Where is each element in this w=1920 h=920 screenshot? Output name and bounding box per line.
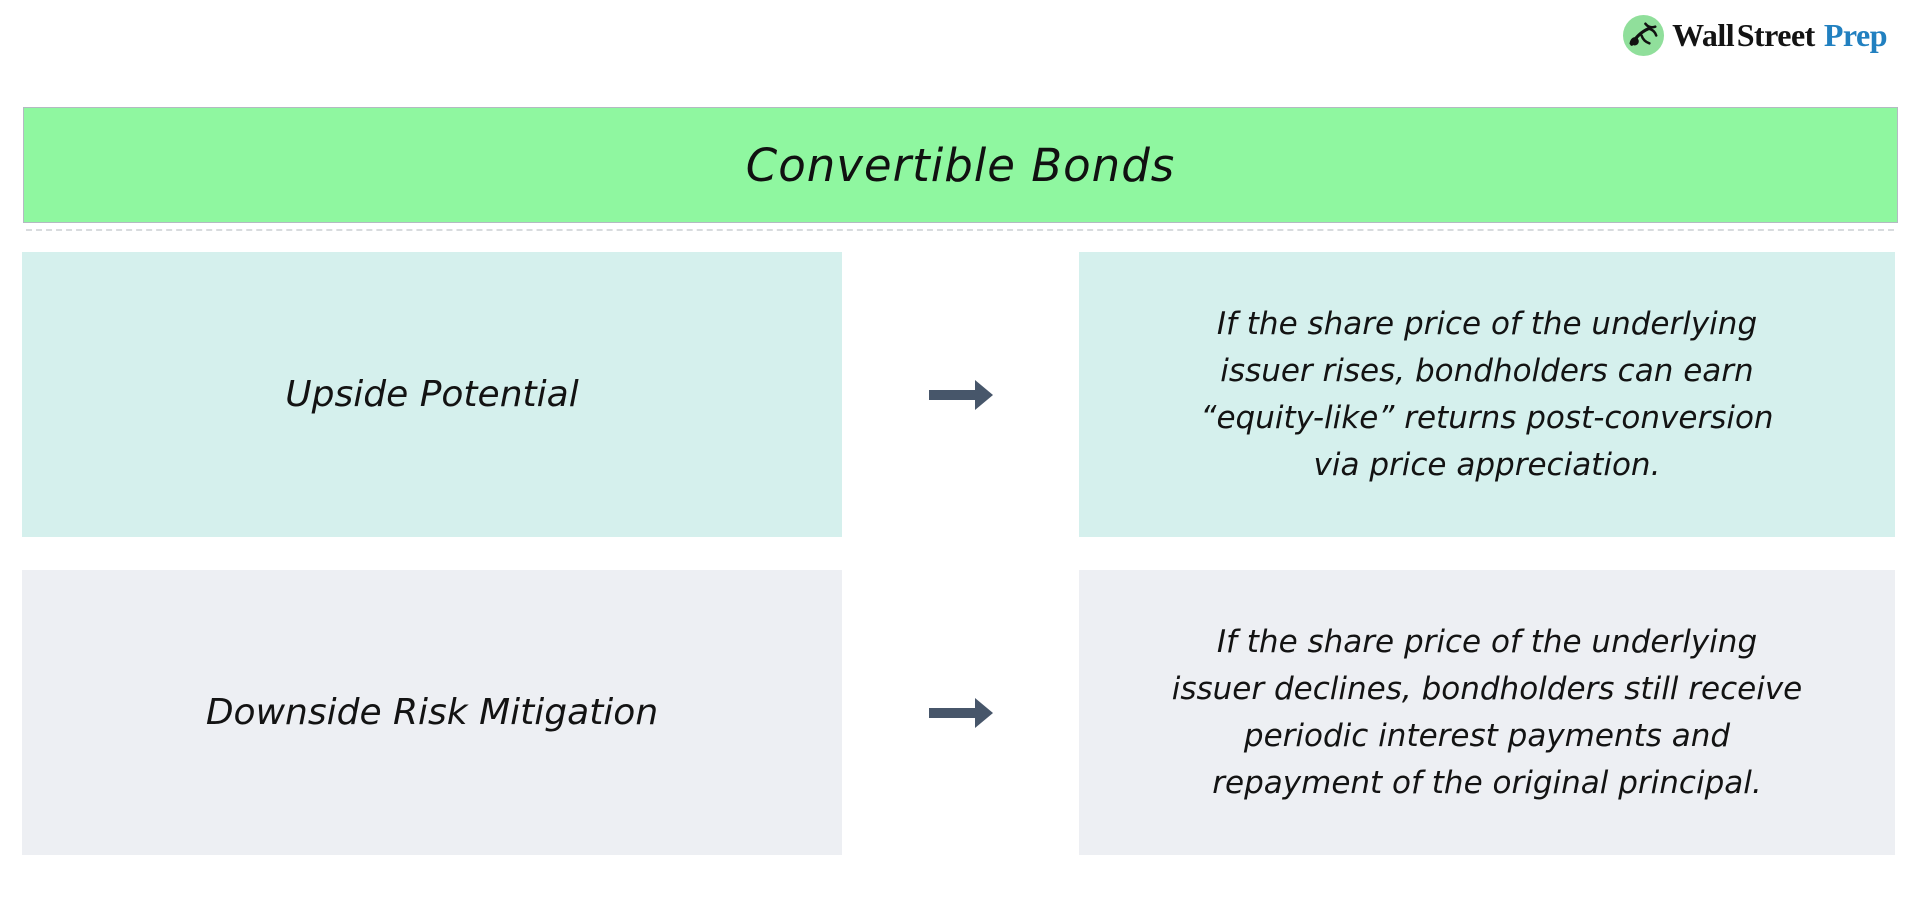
description-box-upside-potential: If the share price of the underlying iss… (1079, 252, 1895, 537)
arrow-container (842, 252, 1079, 537)
right-arrow-icon (928, 697, 993, 728)
row-label: Downside Risk Mitigation (205, 692, 659, 733)
brand-name-prep: Prep (1823, 17, 1888, 53)
description-box-downside-risk-mitigation: If the share price of the underlying iss… (1079, 570, 1895, 855)
label-box-downside-risk-mitigation: Downside Risk Mitigation (22, 570, 842, 855)
label-box-upside-potential: Upside Potential (22, 252, 842, 537)
row-description: If the share price of the underlying iss… (1171, 623, 1803, 801)
row-description: If the share price of the underlying iss… (1200, 305, 1774, 483)
arrow-container (842, 570, 1079, 855)
row-label: Upside Potential (285, 374, 579, 415)
brand-logo: Wall Street Prep (1622, 14, 1888, 57)
wallstreetprep-bull-icon (1623, 14, 1665, 57)
page-title: Convertible Bonds (745, 138, 1176, 192)
row-downside-risk-mitigation: Downside Risk Mitigation If the share pr… (22, 570, 1895, 855)
dashed-divider (26, 229, 1894, 231)
brand-name-wallstreet: Wall Street (1672, 17, 1815, 53)
row-upside-potential: Upside Potential If the share price of t… (22, 252, 1895, 537)
title-banner: Convertible Bonds (23, 107, 1898, 223)
right-arrow-icon (928, 379, 993, 410)
